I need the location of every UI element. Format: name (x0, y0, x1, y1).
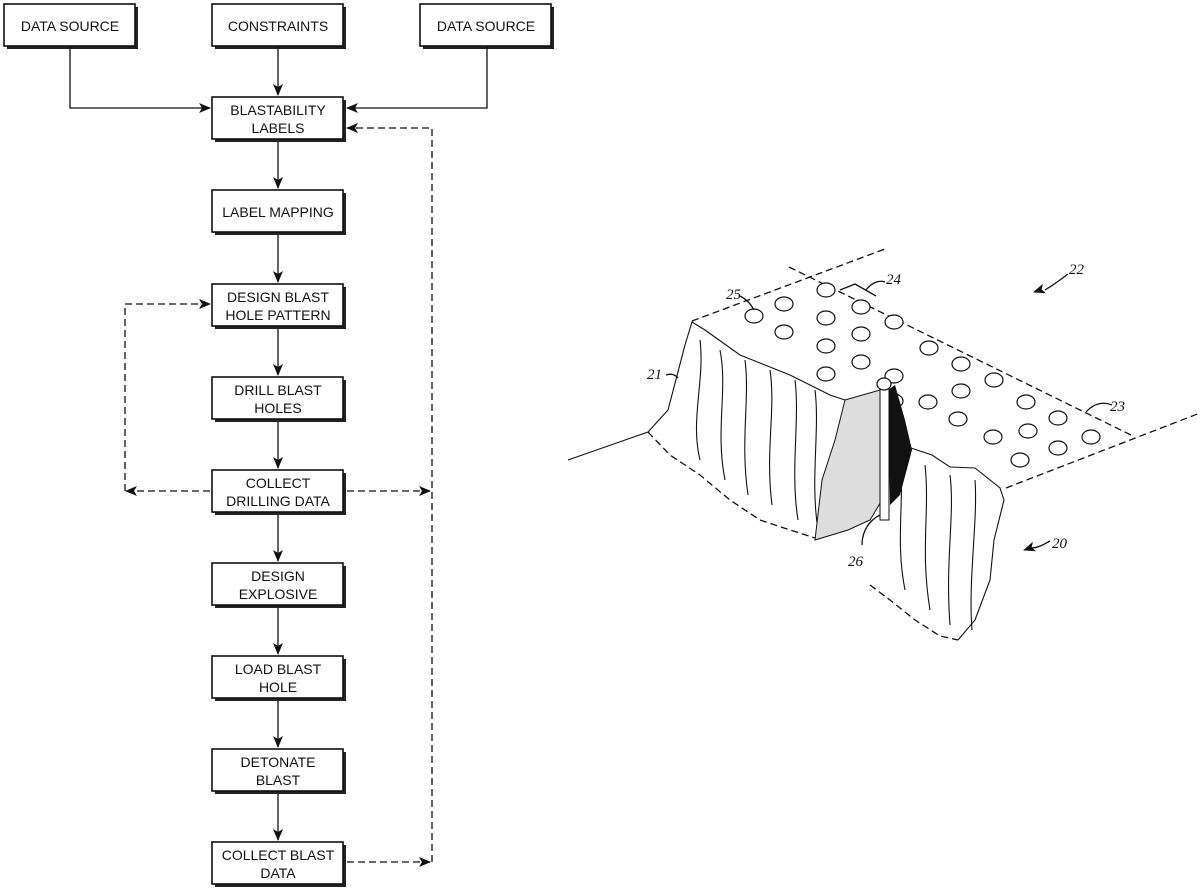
dashed-arrow-to-blastability (346, 123, 433, 862)
dashed-arrow-to-design-pattern (124, 299, 211, 491)
box-design-explosive: DESIGN EXPLOSIVE (211, 562, 346, 608)
bench-face (567, 321, 1005, 641)
box-text: DESIGN BLAST (227, 289, 329, 305)
blast-hole (816, 366, 836, 382)
blast-hole (951, 383, 971, 399)
box-constraints: CONSTRAINTS (211, 3, 346, 49)
box-data-source-right: DATA SOURCE (419, 3, 554, 49)
blast-hole (1048, 440, 1068, 456)
box-text: DATA SOURCE (21, 18, 119, 34)
blast-hole (918, 394, 938, 410)
ref-label-22: 22 (1069, 262, 1085, 278)
blast-hole (983, 429, 1003, 445)
box-text: HOLES (254, 400, 301, 416)
blast-hole (1048, 410, 1068, 426)
box-text: CONSTRAINTS (228, 18, 328, 34)
box-text: HOLE (259, 679, 297, 695)
blast-hole-collar (876, 377, 892, 391)
box-blastability-labels: BLASTABILITY LABELS (211, 96, 346, 142)
blast-hole (816, 338, 836, 354)
box-text: LOAD BLAST (235, 661, 322, 677)
box-text: BLASTABILITY (230, 102, 326, 118)
feedback-connectors (124, 123, 433, 867)
blast-hole (884, 314, 904, 330)
box-collect-drilling-data: COLLECT DRILLING DATA (211, 469, 346, 515)
solid-connectors (69, 46, 488, 841)
box-text: COLLECT BLAST (222, 847, 335, 863)
box-drill-blast-holes: DRILL BLAST HOLES (211, 376, 346, 422)
blast-hole (744, 308, 764, 324)
box-text: DRILLING DATA (226, 493, 330, 509)
ref-label-20: 20 (1052, 536, 1068, 552)
blast-hole (984, 372, 1004, 388)
ref-label-25: 25 (726, 287, 742, 303)
blast-hole (774, 324, 794, 340)
box-collect-blast-data: COLLECT BLAST DATA (211, 841, 346, 887)
blast-hole (816, 310, 836, 326)
blast-hole (774, 296, 794, 312)
reference-labels: 25 24 22 21 23 26 20 (647, 262, 1125, 570)
blast-hole (1016, 394, 1036, 410)
ref-label-26: 26 (848, 554, 864, 570)
box-text: DATA (260, 865, 296, 881)
blast-hole-column (879, 384, 890, 521)
ref-label-21: 21 (647, 367, 662, 383)
box-text: BLAST (256, 772, 301, 788)
box-text: LABEL MAPPING (222, 204, 334, 220)
blast-hole (1010, 452, 1030, 468)
box-text: COLLECT (246, 475, 311, 491)
box-label-mapping: LABEL MAPPING (211, 189, 346, 235)
box-data-source-left: DATA SOURCE (3, 3, 138, 49)
blast-hole (951, 356, 971, 372)
box-text: DESIGN (251, 568, 305, 584)
bench-drawing: 25 24 22 21 23 26 20 (567, 248, 1200, 641)
ref-label-24: 24 (886, 272, 902, 288)
blast-hole (851, 354, 871, 370)
box-text: DETONATE (241, 754, 316, 770)
blast-hole (948, 411, 968, 427)
bench-top-outline (691, 248, 1200, 489)
box-design-blast-hole-pattern: DESIGN BLAST HOLE PATTERN (211, 283, 346, 329)
arrow-data-source-left-to-blastability (69, 46, 211, 113)
ref-label-23: 23 (1110, 399, 1125, 415)
box-text: DRILL BLAST (234, 382, 322, 398)
blast-hole (851, 299, 871, 315)
box-load-blast-hole: LOAD BLAST HOLE (211, 655, 346, 701)
explosive-charge (888, 385, 912, 505)
blast-hole-grid (744, 282, 1101, 468)
blast-hole (1081, 429, 1101, 445)
blast-hole (851, 326, 871, 342)
box-detonate-blast: DETONATE BLAST (211, 748, 346, 794)
box-text: LABELS (252, 120, 305, 136)
cut-section (814, 389, 883, 541)
flowchart: DATA SOURCE CONSTRAINTS DATA SOURCE BLAS… (3, 3, 554, 887)
blast-hole (1018, 423, 1038, 439)
blast-hole (816, 282, 836, 298)
box-text: EXPLOSIVE (239, 586, 318, 602)
blast-hole (919, 340, 939, 356)
box-text: HOLE PATTERN (225, 307, 330, 323)
arrow-data-source-right-to-blastability (346, 46, 488, 113)
box-text: DATA SOURCE (437, 18, 535, 34)
